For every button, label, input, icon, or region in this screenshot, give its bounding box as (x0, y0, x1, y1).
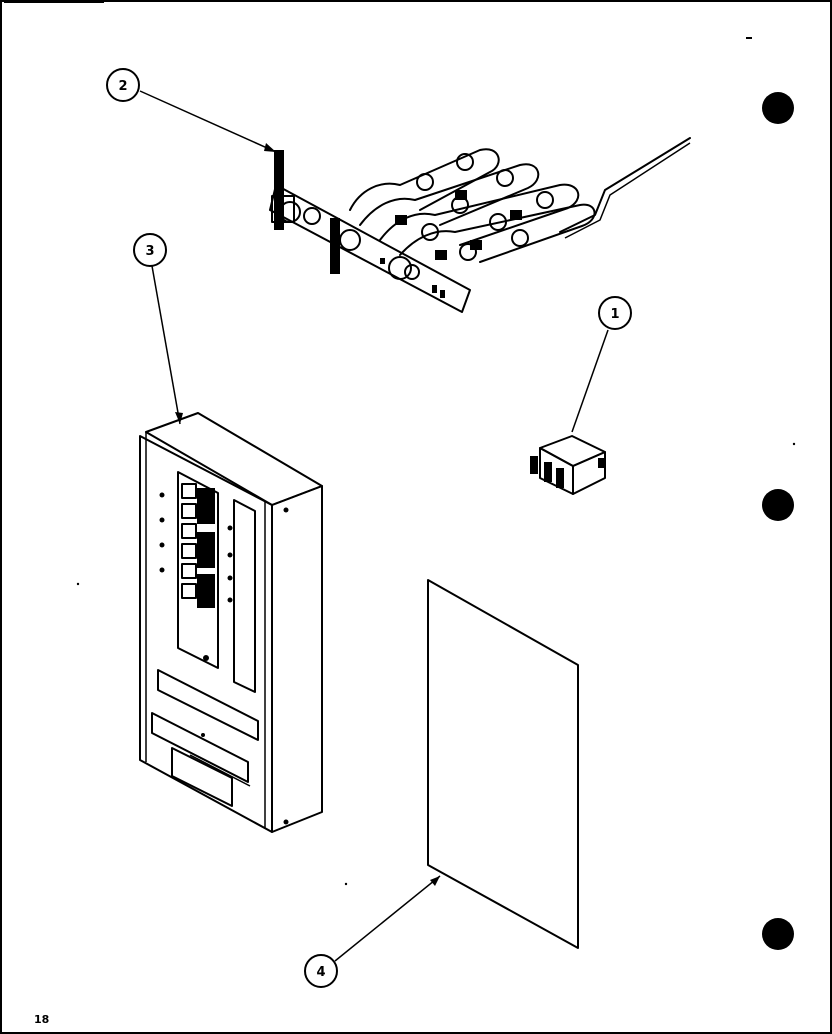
binder-hole-bottom (762, 918, 794, 950)
speck (344, 882, 348, 886)
leader-arrow-2 (264, 143, 276, 152)
heater-assembly-part (269, 137, 691, 313)
callout-label-1: 1 (610, 307, 619, 322)
relay-part (530, 435, 606, 495)
binder-hole-top (762, 92, 794, 124)
speck (76, 582, 80, 586)
callout-label-2: 2 (118, 79, 127, 94)
callout-3: 3 (133, 233, 167, 267)
speck (746, 37, 752, 39)
leader-line-3 (151, 265, 181, 425)
leader-arrow-3 (175, 412, 183, 424)
binder-hole-middle (762, 489, 794, 521)
speck (792, 442, 796, 446)
leader-line-2 (139, 90, 277, 153)
callout-4: 4 (304, 954, 338, 988)
top-edge-mark (4, 0, 104, 3)
callout-label-4: 4 (316, 965, 325, 980)
control-panel-part (139, 412, 323, 833)
callout-label-3: 3 (145, 244, 154, 259)
callout-2: 2 (106, 68, 140, 102)
page-number: 18 (34, 1013, 49, 1026)
leader-arrow-4 (430, 876, 440, 886)
leader-line-1 (571, 329, 609, 433)
cover-sheet-part (427, 579, 579, 949)
callout-1: 1 (598, 296, 632, 330)
leader-line-4 (334, 875, 441, 962)
